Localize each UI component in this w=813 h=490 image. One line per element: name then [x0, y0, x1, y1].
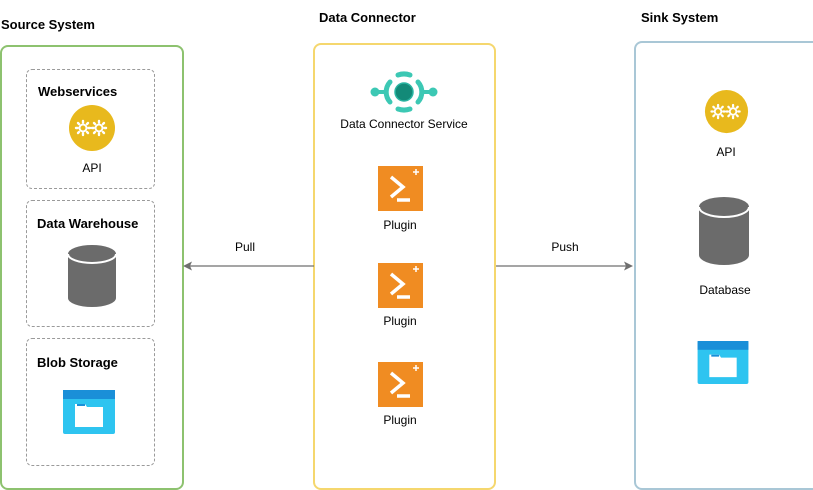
connector-hub-icon: [370, 70, 438, 114]
pull-arrow: [180, 259, 316, 273]
pull-label: Pull: [234, 240, 256, 254]
push-label: Push: [551, 240, 579, 254]
data-connector-service-label: Data Connector Service: [340, 117, 468, 131]
plugin-2-label: Plugin: [383, 314, 417, 328]
webservices-api-label: API: [82, 161, 102, 175]
data-warehouse-box[interactable]: [26, 200, 155, 327]
data-warehouse-title: Data Warehouse: [37, 216, 139, 231]
blob-storage-box[interactable]: [26, 338, 155, 466]
data-connector-title: Data Connector: [319, 10, 416, 25]
plugin-1-icon: [378, 166, 423, 211]
plugin-2-icon: [378, 263, 423, 308]
webservices-title: Webservices: [38, 84, 118, 99]
database-icon: [67, 244, 117, 308]
plugin-1-label: Plugin: [383, 218, 417, 232]
plugin-3-icon: [378, 362, 423, 407]
plugin-3-label: Plugin: [383, 413, 417, 427]
webservices-box[interactable]: [26, 69, 155, 189]
sink-folder-window-icon: [697, 341, 749, 384]
gear-icon: [68, 104, 116, 152]
sink-gear-icon: [704, 89, 749, 134]
folder-window-icon: [63, 390, 115, 434]
sink-database-icon: [698, 196, 750, 266]
sink-database-label: Database: [699, 283, 751, 297]
sink-system-title: Sink System: [641, 10, 719, 25]
blob-storage-title: Blob Storage: [37, 355, 118, 370]
source-system-title: Source System: [1, 17, 95, 32]
sink-api-label: API: [716, 145, 736, 159]
push-arrow: [494, 259, 636, 273]
